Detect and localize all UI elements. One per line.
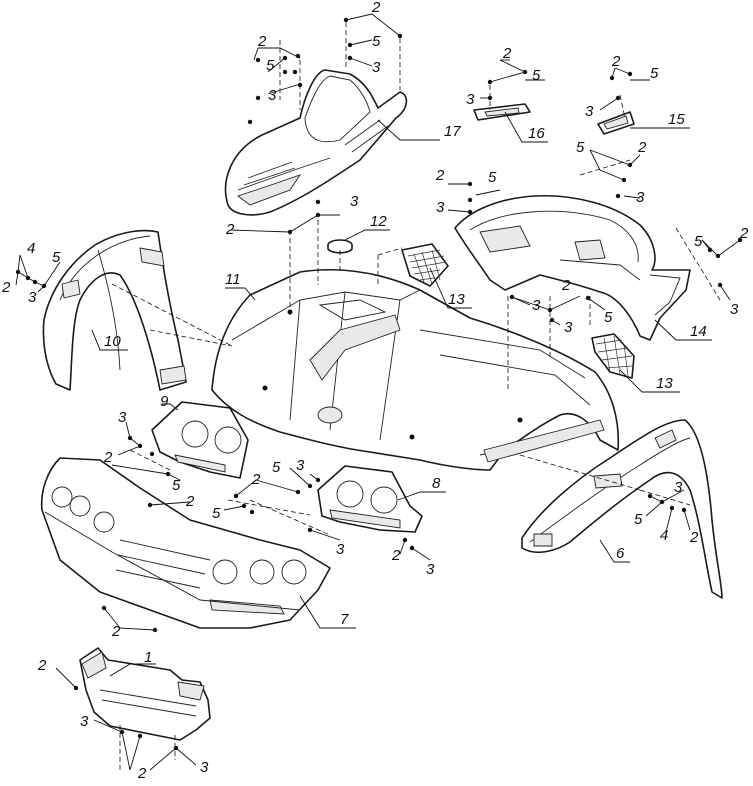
leader-lines	[15, 13, 741, 771]
callout-5: 5	[532, 67, 541, 84]
callout-2: 2	[561, 277, 571, 294]
callout-3: 3	[730, 301, 739, 318]
callout-11: 11	[225, 271, 241, 288]
part-7-front-bumper	[40, 457, 331, 629]
part-17-front-cowl	[224, 69, 408, 216]
callout-3: 3	[426, 561, 435, 578]
callout-2: 2	[251, 471, 261, 488]
callout-3: 3	[118, 409, 127, 426]
callout-2: 2	[637, 139, 647, 156]
part-6-right-fender	[521, 419, 723, 599]
callout-3: 3	[636, 189, 645, 206]
part-11-front-hood	[211, 268, 620, 471]
callout-2: 2	[435, 167, 445, 184]
callout-8: 8	[432, 475, 441, 492]
callout-3: 3	[200, 759, 209, 776]
callout-1: 1	[144, 649, 152, 666]
callout-2: 2	[371, 0, 381, 16]
callout-5: 5	[272, 459, 281, 476]
callout-5: 5	[52, 249, 61, 266]
callout-3: 3	[532, 297, 541, 314]
callout-5: 5	[172, 477, 181, 494]
part-13-grille-lower	[591, 333, 635, 379]
callout-4: 4	[27, 240, 35, 257]
part-1-skid-bracket	[79, 647, 211, 741]
part-15-plate	[597, 111, 635, 135]
part-10-left-fender	[42, 229, 187, 391]
callout-16: 16	[528, 125, 545, 142]
part-16-plate	[473, 103, 531, 121]
part-13-grille-upper	[401, 243, 449, 287]
callout-13-lower: 13	[656, 375, 673, 392]
callout-10: 10	[104, 333, 121, 350]
part-14-dashboard	[454, 194, 691, 341]
callout-12: 12	[370, 213, 387, 230]
callout-7: 7	[340, 611, 349, 628]
callout-3: 3	[585, 103, 594, 120]
callout-2: 2	[739, 225, 749, 242]
part-8-headlight-bracket-right	[317, 465, 423, 533]
callout-13-upper: 13	[448, 291, 465, 308]
callout-15: 15	[668, 111, 685, 128]
callout-5: 5	[266, 57, 275, 74]
callout-3: 3	[296, 457, 305, 474]
callout-5: 5	[604, 309, 613, 326]
callout-3: 3	[80, 713, 89, 730]
callout-5: 5	[576, 139, 585, 156]
callout-2: 2	[185, 493, 195, 510]
callout-9: 9	[160, 393, 169, 410]
callout-2: 2	[103, 449, 113, 466]
callout-17: 17	[444, 123, 461, 140]
callout-2: 2	[37, 657, 47, 674]
callout-5: 5	[212, 505, 221, 522]
callout-2: 2	[111, 623, 121, 640]
callout-3: 3	[28, 289, 37, 306]
callout-3: 3	[564, 319, 573, 336]
callout-5: 5	[634, 511, 643, 528]
callout-3: 3	[350, 193, 359, 210]
callout-5: 5	[694, 233, 703, 250]
callout-5: 5	[372, 33, 381, 50]
callout-3: 3	[436, 199, 445, 216]
callout-2: 2	[257, 33, 267, 50]
callout-2: 2	[502, 45, 512, 62]
callout-14: 14	[690, 323, 707, 340]
callout-2: 2	[391, 547, 401, 564]
callout-3: 3	[674, 479, 683, 496]
alignment-lines	[111, 22, 721, 770]
callout-3: 3	[268, 87, 277, 104]
callout-5: 5	[488, 169, 497, 186]
callout-2: 2	[1, 279, 11, 296]
callout-4: 4	[660, 527, 668, 544]
callout-2: 2	[137, 765, 147, 782]
part-9-headlight-bracket-left	[151, 401, 249, 479]
callout-2: 2	[689, 529, 699, 546]
callout-6: 6	[616, 545, 625, 562]
callout-3: 3	[336, 541, 345, 558]
callout-5: 5	[650, 65, 659, 82]
callout-2: 2	[225, 221, 235, 238]
callout-2: 2	[611, 53, 621, 70]
callout-3: 3	[372, 59, 381, 76]
callout-3: 3	[466, 91, 475, 108]
